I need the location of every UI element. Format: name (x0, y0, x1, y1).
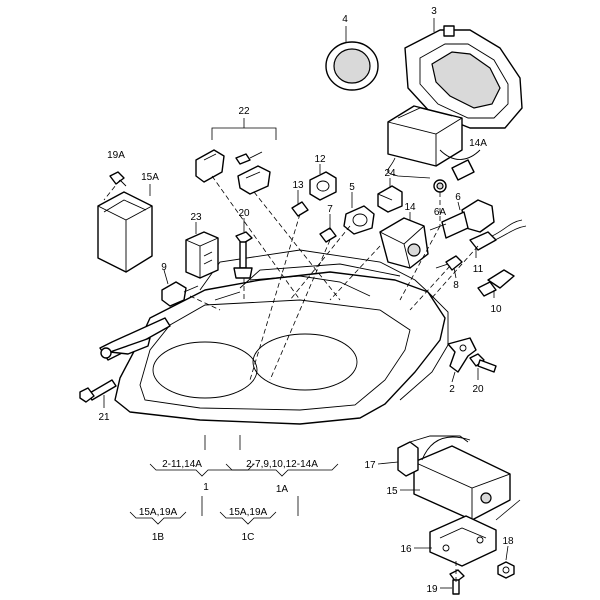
bracket-16 (429, 499, 521, 567)
screw-19a (109, 171, 127, 187)
bulb-9 (161, 281, 199, 307)
label-part-12: 12 (314, 154, 326, 165)
bolt-19 (449, 569, 465, 595)
label-part-20-lower: 20 (472, 384, 484, 395)
label-part-1c: 1C (242, 532, 255, 543)
bulb-13 (291, 201, 309, 217)
module-14 (379, 217, 429, 269)
bolt-20-upper (233, 231, 253, 279)
label-part-15a: 15A (141, 172, 159, 183)
group-label-1a: 2-7,9,10,12-14A (246, 459, 318, 470)
label-part-3: 3 (431, 6, 437, 17)
label-part-14: 14 (404, 202, 416, 213)
bulb-5 (343, 205, 375, 235)
control-unit-14a (387, 105, 481, 181)
bolt-20-lower (469, 353, 497, 380)
label-part-19: 19 (426, 584, 438, 595)
label-part-17: 17 (364, 460, 376, 471)
bulb-holder-10 (477, 269, 515, 297)
group-label-1b: 15A,19A (139, 507, 178, 518)
label-part-22: 22 (238, 106, 250, 117)
label-part-6: 6 (455, 192, 461, 203)
socket-11 (469, 219, 527, 251)
connector-17 (397, 435, 469, 477)
bracket-2 (447, 337, 477, 383)
group-label-1c: 15A,19A (229, 507, 268, 518)
label-part-20-upper: 20 (238, 208, 250, 219)
label-part-18: 18 (502, 536, 514, 547)
cover-3 (404, 18, 523, 129)
cap-4 (325, 26, 379, 91)
label-part-15: 15 (386, 486, 398, 497)
nut-18 (497, 561, 515, 579)
group-brackets (129, 435, 339, 525)
socket-12 (309, 171, 337, 201)
connector-24 (377, 185, 403, 213)
label-part-4: 4 (342, 14, 348, 25)
label-part-5: 5 (349, 182, 355, 193)
control-unit-15a (97, 191, 153, 273)
label-part-1: 1 (203, 482, 209, 493)
label-part-8: 8 (453, 280, 459, 291)
bolt-21 (79, 379, 117, 408)
headlamp-housing (114, 249, 449, 425)
bulb-8 (435, 255, 463, 271)
label-part-11: 11 (473, 264, 484, 275)
label-leaders (149, 164, 509, 589)
bulb-7 (319, 227, 337, 243)
group-labels: 2-11,14A 2-7,9,10,12-14A 15A,19A 15A,19A (139, 459, 318, 518)
dashed-leaders (103, 175, 479, 582)
label-part-10: 10 (490, 304, 502, 315)
label-part-6a: 6A (434, 207, 447, 218)
label-part-9: 9 (161, 262, 167, 273)
control-unit-15 (413, 436, 511, 521)
bulb-6 (429, 199, 495, 239)
clips-22 (195, 118, 277, 195)
ring-6a (433, 179, 447, 193)
label-part-1a: 1A (276, 484, 289, 495)
group-label-1: 2-11,14A (162, 459, 202, 470)
label-part-19a: 19A (107, 150, 125, 161)
mounting-arm (99, 317, 171, 361)
label-part-21: 21 (98, 412, 110, 423)
connector-23 (185, 231, 219, 279)
label-part-1b: 1B (152, 532, 165, 543)
label-part-13: 13 (292, 180, 304, 191)
label-part-14a: 14A (469, 138, 487, 149)
label-part-16: 16 (400, 544, 412, 555)
label-part-7: 7 (327, 204, 333, 215)
label-part-2: 2 (449, 384, 455, 395)
label-part-24: 24 (384, 168, 396, 179)
part-labels: 4 3 22 14A 19A 15A 12 13 5 24 7 14 6 6A … (98, 6, 514, 595)
label-part-23: 23 (190, 212, 202, 223)
